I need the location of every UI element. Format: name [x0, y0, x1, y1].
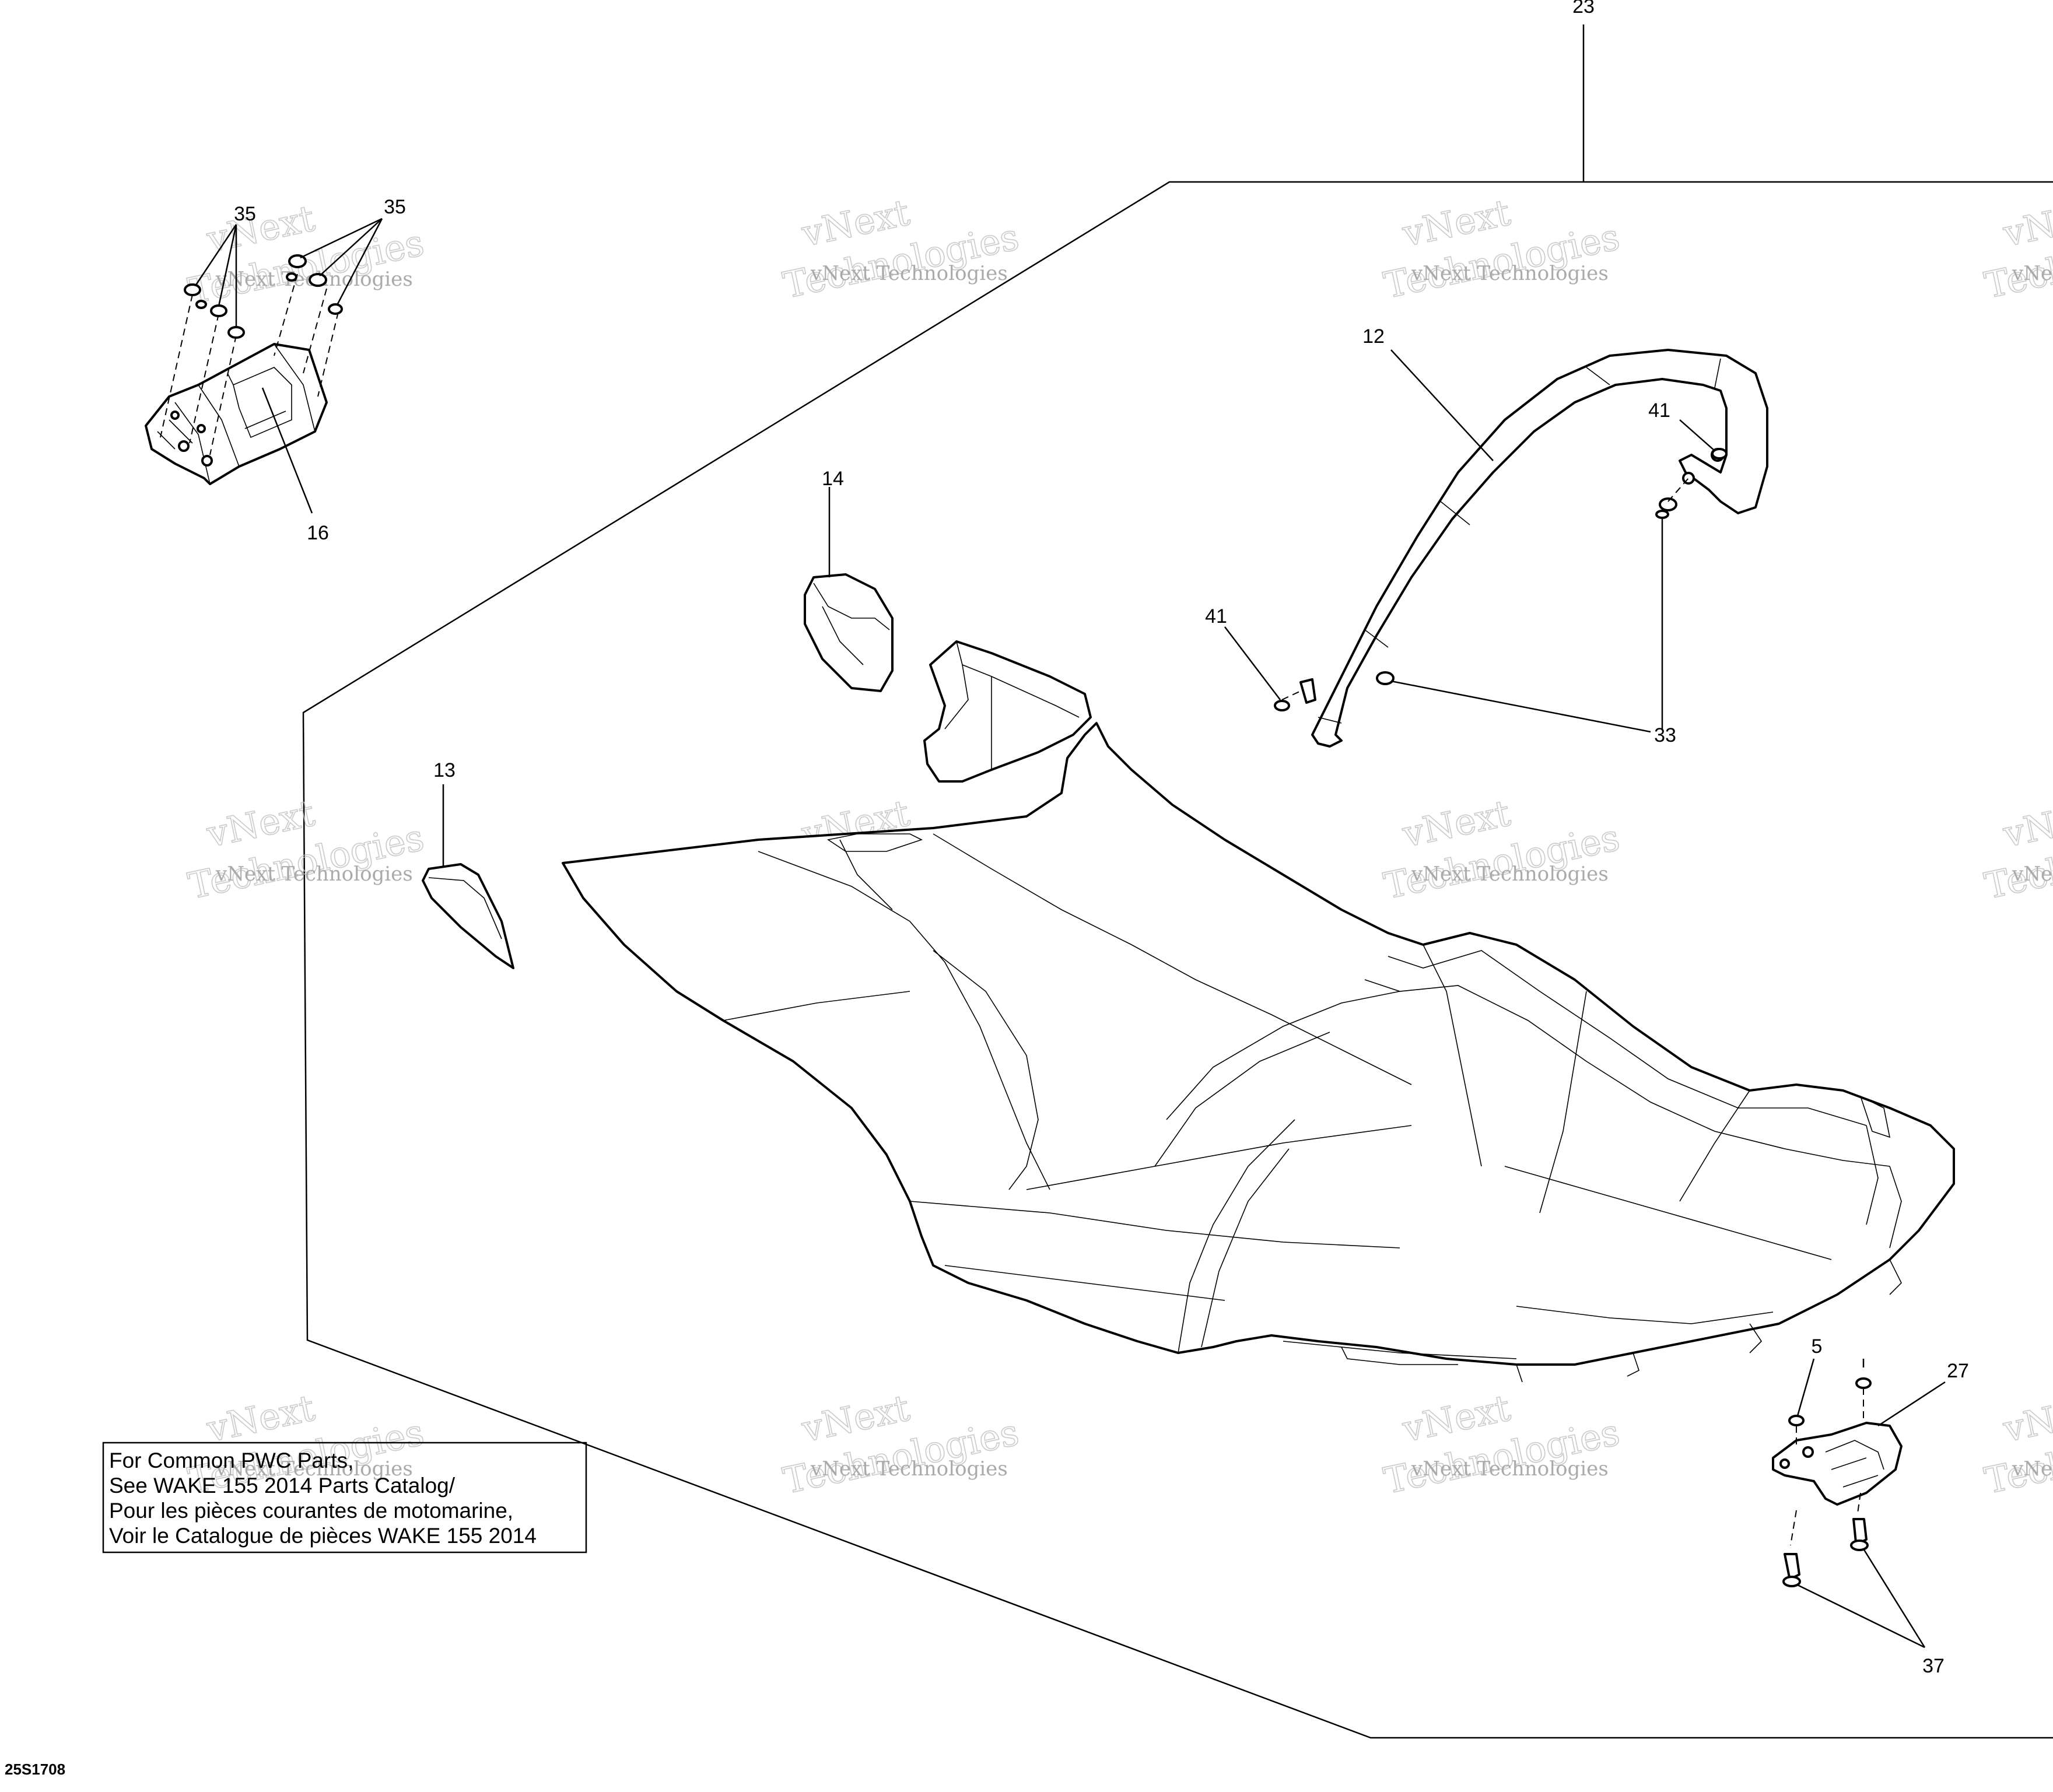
watermark-line3: vNext Technologies — [810, 1457, 1008, 1481]
note-line-2: See WAKE 155 2014 Parts Catalog/ — [109, 1474, 456, 1498]
watermark-line1: vNext — [1999, 791, 2053, 855]
watermark-line3: vNext Technologies — [1411, 862, 1609, 886]
leaders-5-27-37 — [1796, 1358, 1946, 1649]
drawing-id: 25S1708 — [5, 1761, 65, 1778]
callout-35-right: 35 — [384, 196, 406, 218]
note-line-3: Pour les pièces courantes de motomarine, — [109, 1499, 513, 1523]
callout-41-left: 41 — [1205, 605, 1227, 627]
watermark-line3: vNext Technologies — [2012, 862, 2053, 886]
part-16-bracket — [145, 254, 343, 485]
callout-35-left: 35 — [234, 203, 256, 225]
watermark-line1: vNext — [1999, 191, 2053, 255]
note-box: For Common PWC Parts, See WAKE 155 2014 … — [102, 1442, 587, 1553]
fasteners-41-33 — [1274, 448, 1728, 711]
note-line-4: Voir le Catalogue de pièces WAKE 155 201… — [109, 1524, 537, 1548]
callout-23: 23 — [1572, 0, 1595, 17]
callout-12: 12 — [1362, 325, 1385, 348]
part-27-latch — [1772, 1359, 1903, 1587]
watermark-line3: vNext Technologies — [2012, 1457, 2053, 1481]
leaders-35-16 — [194, 218, 383, 514]
callout-5: 5 — [1812, 1335, 1823, 1358]
callout-13: 13 — [433, 759, 456, 781]
watermark-line1: vNext — [1999, 1386, 2053, 1450]
callout-33: 33 — [1654, 724, 1676, 746]
callout-37: 37 — [1922, 1655, 1945, 1677]
assembly-outline — [302, 24, 2053, 1739]
note-line-1: For Common PWC Parts, — [109, 1449, 353, 1472]
callout-16: 16 — [307, 522, 329, 544]
leaders-12-41-33 — [1224, 349, 1715, 733]
part-14-insert — [804, 487, 894, 692]
watermark-line3: vNext Technologies — [2012, 262, 2053, 285]
part-12-grab-handle — [1311, 349, 1768, 748]
callout-41-right: 41 — [1648, 399, 1670, 422]
watermark-line3: vNext Technologies — [810, 262, 1008, 285]
callout-27: 27 — [1947, 1360, 1969, 1382]
callout-14: 14 — [822, 468, 844, 490]
watermark-line3: vNext Technologies — [215, 862, 413, 886]
watermark-line3: vNext Technologies — [215, 1457, 413, 1481]
callout-numbers: 23 35 35 16 14 12 41 41 33 13 5 27 37 — [234, 0, 1969, 1677]
part-13-insert — [422, 784, 514, 969]
seat-assembly — [562, 640, 1955, 1383]
watermark-line3: vNext Technologies — [1411, 262, 1609, 285]
watermark-line3: vNext Technologies — [1411, 1457, 1609, 1481]
